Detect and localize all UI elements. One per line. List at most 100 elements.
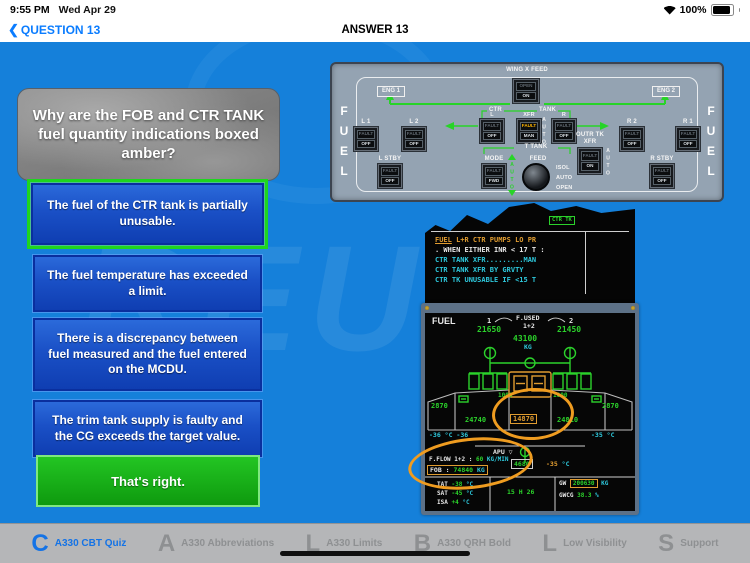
ctrl-fault: FAULT [483, 122, 501, 131]
l1-fault: FAULT [357, 130, 375, 139]
page-title: ANSWER 13 [341, 24, 409, 36]
trim-tank-temp: -35 °C [546, 460, 570, 468]
answer-option-3[interactable]: There is a discrepancy between fuel meas… [32, 317, 263, 392]
fob-row-boxed: FOB : 74840 KG [427, 465, 488, 475]
l2-fault: FAULT [405, 130, 423, 139]
ctrl-off: OFF [483, 131, 501, 140]
ctrxfr-man: MAN [520, 131, 538, 140]
status-bar: 9:55 PM Wed Apr 29 100% [0, 0, 750, 20]
ctr-xfr-button: FAULT MAN [517, 119, 541, 143]
ewd-action-line-2: CTR TANK XFR BY GRVTY [435, 266, 524, 274]
r1-fault: FAULT [679, 130, 697, 139]
qty-inner-left: 24740 [465, 416, 487, 424]
r2-pump-button: FAULT OFF [620, 127, 644, 151]
outr-tk-xfr-button: FAULT ON [578, 148, 602, 174]
ctr-label: CTR [487, 107, 504, 113]
feedback-banner: That's right. [36, 455, 260, 507]
tab-a330-abbreviations[interactable]: A A330 Abbreviations [158, 531, 274, 556]
l-stby-label: L STBY [378, 156, 402, 162]
lstby-off: OFF [381, 176, 399, 185]
wing-x-feed-button: OPEN ON [513, 79, 539, 103]
fused-unit: KG [524, 343, 532, 351]
outr-xfr-label: XFR [583, 139, 597, 145]
l2-label: L 2 [409, 119, 419, 125]
ctrr-fault: FAULT [555, 122, 573, 131]
fuel-flow-row: F.FLOW 1+2 : 60 KG/MIN [429, 456, 509, 463]
isol-label: ISOL [556, 165, 570, 171]
battery-percent: 100% [679, 4, 707, 16]
open-label: OPEN [556, 185, 573, 191]
fused-eng1-value: 21650 [477, 325, 502, 334]
tab-label: A330 CBT Quiz [54, 538, 127, 549]
home-indicator[interactable] [280, 551, 470, 556]
l1-label: L 1 [361, 119, 371, 125]
xfeed-open: OPEN [516, 82, 536, 91]
l1-pump-button: FAULT OFF [354, 127, 378, 151]
panel-fuel-label-right: FUEL [704, 104, 718, 184]
fused-total-value: 43100 [513, 334, 538, 343]
ewd-vertical-separator [585, 232, 586, 294]
clock: 9:55 PM [10, 4, 50, 16]
tab-letter-icon: B [413, 529, 432, 557]
tab-label: A330 Limits [326, 538, 383, 549]
r2-label: R 2 [627, 119, 637, 125]
ctr-r-pump-button: FAULT OFF [552, 119, 576, 143]
fused-eng2-value: 21450 [557, 325, 582, 334]
trim-tank-qty-boxed: 4680 [511, 459, 533, 469]
ctr-auto-vertical-label: AUTO [541, 117, 547, 147]
qty-outer-left: 2870 [431, 402, 448, 410]
screw-icon [425, 306, 429, 310]
tab-a330-cbt-quiz[interactable]: C A330 CBT Quiz [31, 529, 127, 557]
wifi-icon [663, 5, 676, 15]
tab-a330-limits[interactable]: L A330 Limits [306, 531, 383, 556]
tab-a330-qrh-bold[interactable]: B A330 QRH Bold [413, 529, 511, 557]
rstby-fault: FAULT [653, 167, 671, 176]
fuel-page-image: FUEL 1 2 F.USED 1+2 21650 43100 21450 KG… [425, 313, 635, 511]
outr-on: ON [581, 161, 599, 171]
tab-low-visibility[interactable]: L Low Visibility [542, 529, 627, 557]
ctr-l-pump-button: FAULT OFF [480, 119, 504, 143]
eng2-box: ENG 2 [652, 86, 680, 97]
battery-tip [738, 8, 740, 12]
fuel-page-title: FUEL [432, 316, 456, 326]
question-box: Why are the FOB and CTR TANK fuel quanti… [17, 88, 280, 181]
tab-label: Low Visibility [563, 538, 627, 549]
t-tank-feed-knob [522, 163, 550, 191]
ewd-condition-line: . WHEN EITHER INR < 17 T : [435, 246, 545, 254]
lstby-fault: FAULT [381, 167, 399, 176]
r-stby-label: R STBY [650, 156, 674, 162]
tmode-fwd: FWD [485, 176, 503, 185]
tab-letter-icon: C [31, 529, 49, 557]
tmode-fault: FAULT [485, 167, 503, 176]
answer-option-4[interactable]: The trim tank supply is faulty and the C… [32, 399, 263, 458]
back-button[interactable]: ❮ QUESTION 13 [8, 22, 100, 38]
answer-option-1-selected[interactable]: The fuel of the CTR tank is partially un… [30, 182, 265, 246]
fused-label: F.USED [516, 314, 540, 322]
gw-row: GW 200630 KG [559, 479, 609, 488]
tab-label: A330 QRH Bold [437, 538, 511, 549]
l2-pump-button: FAULT OFF [402, 127, 426, 151]
r2-off: OFF [623, 139, 641, 148]
l2-off: OFF [405, 139, 423, 148]
mode-label: MODE [484, 156, 504, 162]
tat-row: TAT -38 °C [437, 481, 474, 488]
answer-option-2-text: The fuel temperature has exceeded a limi… [47, 267, 248, 298]
qty-inner-right: 24810 [557, 416, 579, 424]
qty-center-boxed: 14870 [510, 414, 538, 424]
fused-eng1-index: 1 [487, 317, 492, 325]
tab-support[interactable]: S Support [658, 529, 718, 557]
navigation-bar: ❮ QUESTION 13 ANSWER 13 [0, 20, 750, 42]
tab-letter-icon: L [542, 529, 558, 557]
answer-option-2[interactable]: The fuel temperature has exceeded a limi… [32, 254, 263, 313]
ctr-xfr-label: XFR [523, 112, 535, 118]
gwcg-row: GWCG 38.3 % [559, 492, 599, 499]
quiz-content-area: REUS Why are the FOB and CTR TANK fuel q… [0, 42, 750, 523]
tank-label: TANK [537, 107, 559, 113]
ewd-display-image: CTR TK FUEL L+R CTR PUMPS LO PR . WHEN E… [425, 203, 635, 303]
tab-letter-icon: S [658, 529, 675, 557]
auto-label: AUTO [556, 175, 573, 181]
screw-icon [631, 306, 635, 310]
sat-row: SAT -45 °C [437, 490, 474, 497]
date: Wed Apr 29 [58, 4, 116, 16]
overhead-fuel-panel-image: FUEL FUEL WING X FEED OPEN ON ENG 1 ENG … [330, 62, 724, 202]
